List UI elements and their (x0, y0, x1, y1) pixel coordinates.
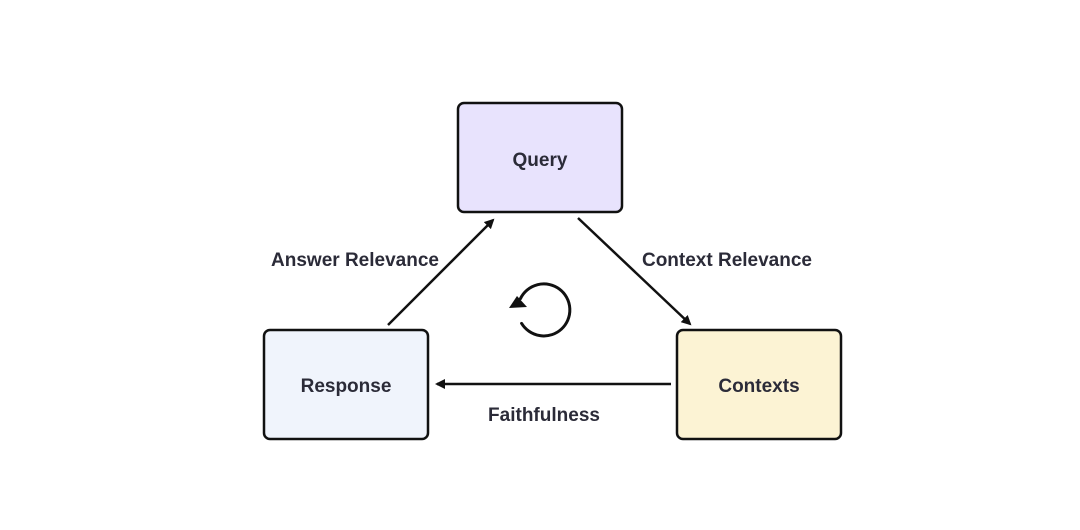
node-query: Query (456, 101, 624, 214)
edge-context-relevance-arrow (577, 217, 692, 326)
cycle-arrow-icon (509, 282, 572, 338)
edge-answer-relevance: Answer Relevance (271, 218, 495, 326)
edge-faithfulness: Faithfulness (435, 379, 671, 426)
edge-answer-relevance-arrow (387, 218, 495, 326)
node-query-box (456, 101, 624, 214)
edge-answer-relevance-label: Answer Relevance (271, 250, 439, 271)
node-contexts-box (675, 328, 843, 441)
node-contexts: Contexts (675, 328, 843, 441)
edge-context-relevance: Context Relevance (577, 217, 812, 326)
node-response-box (262, 328, 430, 441)
edge-faithfulness-label: Faithfulness (488, 405, 600, 426)
node-response-label: Response (301, 376, 392, 397)
edge-context-relevance-label: Context Relevance (642, 250, 812, 271)
node-response: Response (262, 328, 430, 441)
node-contexts-label: Contexts (718, 376, 799, 397)
node-query-label: Query (513, 150, 568, 171)
